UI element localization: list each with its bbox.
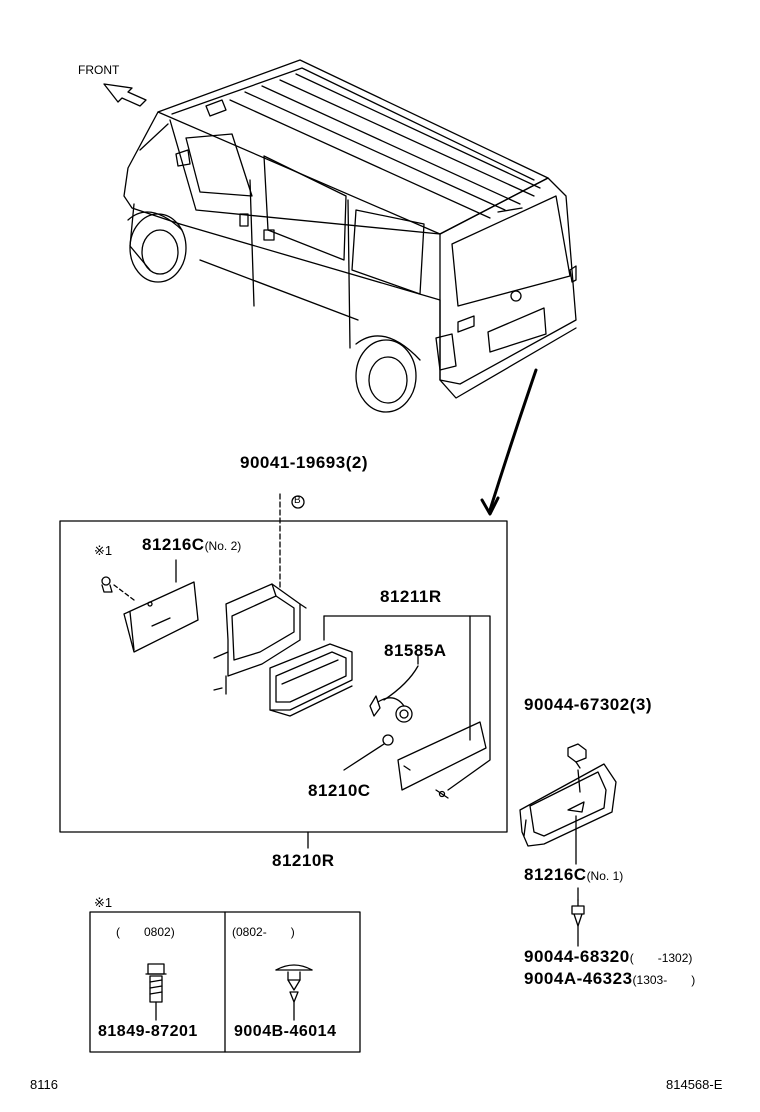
screw-bottom-icon: [571, 899, 585, 927]
part-label-9004A-46323[interactable]: 9004A-46323(1303- ): [524, 970, 695, 987]
inset-mark: ※1: [94, 895, 113, 910]
note-mark: ※1: [94, 543, 113, 558]
part-number: 81211R: [380, 587, 442, 606]
small-screw-icon: [435, 789, 449, 799]
part-label-81211R[interactable]: 81211R: [380, 588, 442, 605]
part-label-81210R[interactable]: 81210R: [272, 852, 335, 869]
push-clip-icon: [275, 964, 313, 1003]
part-label-81216C-no2[interactable]: 81216C(No. 2): [142, 536, 241, 553]
socket-wire-icon: [369, 665, 419, 723]
part-label-81585A[interactable]: 81585A: [384, 642, 447, 659]
cover-no2-icon: [123, 581, 199, 653]
part-number: 9004A-46323: [524, 969, 633, 988]
part-label-90041-19693[interactable]: 90041-19693(2): [240, 454, 368, 471]
part-label-90044-67302[interactable]: 90044-67302(3): [524, 696, 652, 713]
front-arrow-icon: [103, 83, 147, 107]
page-number: 8116: [30, 1077, 58, 1092]
housing-bracket-icon: [213, 583, 307, 695]
part-number: 90041-19693: [240, 453, 346, 472]
part-label-81849-87201[interactable]: 81849-87201: [98, 1024, 198, 1040]
assembly-box: [59, 520, 508, 833]
part-qty: (2): [345, 453, 368, 472]
part-number: 81216C: [524, 865, 587, 884]
part-label-9004B-46014[interactable]: 9004B-46014: [234, 1024, 336, 1040]
part-number: 81585A: [384, 641, 447, 660]
inset-left-range: ( 0802): [116, 925, 175, 939]
clip-icon: [567, 743, 587, 769]
mark-b: B: [294, 495, 301, 506]
part-number: 81210C: [308, 781, 371, 800]
part-number: 81849-87201: [98, 1023, 198, 1040]
part-label-81210C[interactable]: 81210C: [308, 782, 371, 799]
drawing-number: 814568-E: [666, 1077, 723, 1092]
part-note: (No. 2): [204, 539, 242, 553]
part-note: (No. 1): [586, 869, 624, 883]
part-label-90044-68320[interactable]: 90044-68320( -1302): [524, 948, 692, 965]
part-number: 81216C: [142, 535, 205, 554]
flange-bolt-icon: [145, 963, 167, 1003]
part-label-81216C-no1[interactable]: 81216C(No. 1): [524, 866, 623, 883]
part-range: ( -1302): [629, 951, 693, 965]
lamp-plate-icon: [397, 721, 487, 791]
front-label: FRONT: [78, 63, 120, 77]
inset-right-range: (0802- ): [232, 925, 295, 939]
van-illustration: [123, 59, 577, 413]
part-number: 81210R: [272, 851, 335, 870]
screw-icon: [101, 576, 113, 593]
part-number: 90044-68320: [524, 947, 630, 966]
part-range: (1303- ): [632, 973, 696, 987]
part-qty: (3): [629, 695, 652, 714]
lamp-lens-icon: [269, 643, 353, 717]
bulb-icon: [382, 734, 394, 746]
part-number: 9004B-46014: [234, 1023, 337, 1040]
part-number: 90044-67302: [524, 695, 630, 714]
cover-no1-icon: [519, 763, 617, 847]
